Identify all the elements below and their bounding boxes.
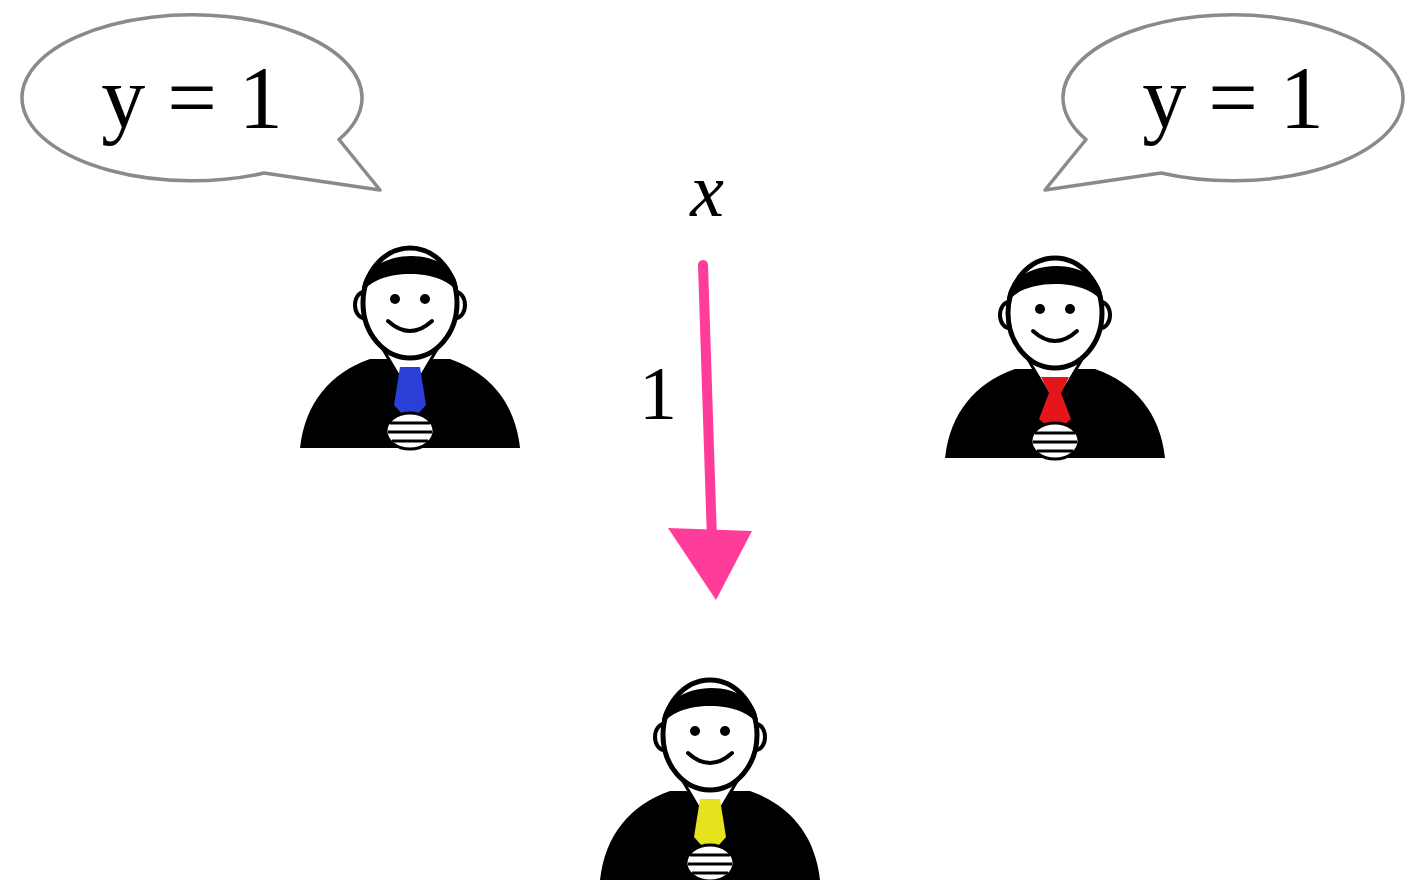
person-red-tie	[945, 258, 1165, 459]
person-figure	[945, 258, 1165, 458]
weight-label: 1	[639, 355, 677, 431]
equation-text: y = 1	[22, 54, 362, 142]
arrow-shaft	[703, 265, 712, 540]
speech-bubble: y = 1	[15, 10, 385, 195]
hands	[386, 413, 434, 449]
person-yellow-tie	[600, 680, 820, 880]
bubble-shape	[22, 15, 380, 190]
pink-arrow	[668, 265, 752, 600]
hands	[686, 845, 734, 880]
bubble-shape	[1045, 15, 1403, 190]
variable-label: x	[690, 152, 724, 228]
person-figure	[600, 680, 820, 880]
hands	[1031, 423, 1079, 459]
arrow-head	[668, 528, 752, 600]
person-blue-tie	[300, 248, 520, 449]
speech-bubble: y = 1	[1040, 10, 1410, 195]
equation-text: y = 1	[1063, 54, 1403, 142]
person-figure	[300, 248, 520, 448]
